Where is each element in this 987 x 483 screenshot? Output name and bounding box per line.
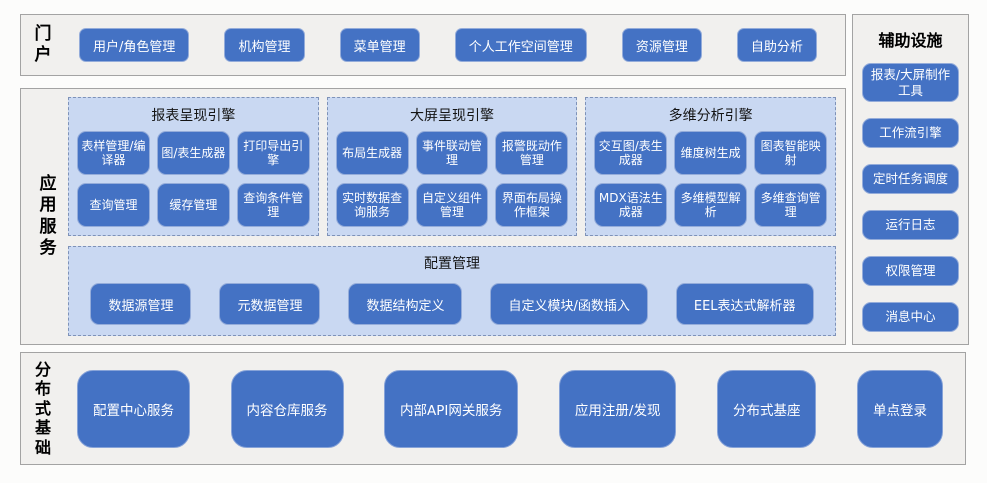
node-permission-mgmt: 权限管理 xyxy=(862,256,959,286)
node-multidim-query-mgmt: 多维查询管理 xyxy=(754,183,828,227)
node-ui-layout-framework: 界面布局操作框架 xyxy=(495,183,569,227)
node-personal-workspace-mgmt: 个人工作空间管理 xyxy=(454,28,587,62)
node-distributed-pedestal: 分布式基座 xyxy=(716,369,817,448)
node-single-sign-on: 单点登录 xyxy=(857,369,943,448)
node-run-log: 运行日志 xyxy=(862,210,959,241)
bigscreen-engine-title: 大屏呈现引擎 xyxy=(410,108,494,124)
node-message-center: 消息中心 xyxy=(862,301,959,332)
node-event-linkage-mgmt: 事件联动管理 xyxy=(415,131,489,175)
olap-engine-group: 多维分析引擎 交互图/表生成器 维度树生成 图表智能映射 MDX语法生成器 多维… xyxy=(585,97,837,236)
node-style-mgmt-compiler: 表样管理/编译器 xyxy=(77,131,150,175)
olap-engine-title: 多维分析引擎 xyxy=(668,108,753,124)
auxiliary-section-title: 辅助设施 xyxy=(878,31,943,50)
report-engine-grid: 表样管理/编译器 图/表生成器 打印导出引擎 查询管理 缓存管理 查询条件管理 xyxy=(77,131,310,227)
node-report-bigscreen-authoring-tool: 报表/大屏制作工具 xyxy=(862,63,959,103)
node-eel-expression-parser: EEL表达式解析器 xyxy=(675,283,814,325)
app-services-section-label: 应用服务 xyxy=(39,174,57,258)
app-services-content: 报表呈现引擎 表样管理/编译器 图/表生成器 打印导出引擎 查询管理 缓存管理 … xyxy=(68,97,837,336)
node-internal-api-gateway-service: 内部API网关服务 xyxy=(384,369,519,448)
node-query-condition-mgmt: 查询条件管理 xyxy=(236,183,310,227)
app-services-section: 应用服务 报表呈现引擎 表样管理/编译器 图/表生成器 打印导出引擎 查询管理 … xyxy=(20,88,846,345)
node-config-center-service: 配置中心服务 xyxy=(77,369,190,448)
auxiliary-node-column: 报表/大屏制作工具 工作流引擎 定时任务调度 运行日志 权限管理 消息中心 xyxy=(861,63,960,332)
node-content-repository-service: 内容仓库服务 xyxy=(230,369,344,448)
distributed-node-row: 配置中心服务 内容仓库服务 内部API网关服务 应用注册/发现 分布式基座 单点… xyxy=(77,369,943,448)
node-chart-smart-mapping: 图表智能映射 xyxy=(754,131,828,175)
auxiliary-section: 辅助设施 报表/大屏制作工具 工作流引擎 定时任务调度 运行日志 权限管理 消息… xyxy=(852,14,969,345)
node-scheduled-task-dispatch: 定时任务调度 xyxy=(862,164,959,195)
node-user-role-mgmt: 用户/角色管理 xyxy=(79,28,190,62)
node-resource-mgmt: 资源管理 xyxy=(621,28,702,62)
node-metadata-mgmt: 元数据管理 xyxy=(219,283,321,325)
portal-node-row: 用户/角色管理 机构管理 菜单管理 个人工作空间管理 资源管理 自助分析 xyxy=(79,28,817,62)
node-workflow-engine: 工作流引擎 xyxy=(862,118,959,149)
portal-section-label: 门户 xyxy=(34,23,52,65)
node-mdx-syntax-generator: MDX语法生成器 xyxy=(594,183,668,227)
node-interactive-chart-generator: 交互图/表生成器 xyxy=(594,131,668,175)
olap-engine-grid: 交互图/表生成器 维度树生成 图表智能映射 MDX语法生成器 多维模型解析 多维… xyxy=(594,131,828,227)
bigscreen-engine-group: 大屏呈现引擎 布局生成器 事件联动管理 报警既动作管理 实时数据查询服务 自定义… xyxy=(326,97,578,236)
config-mgmt-group: 配置管理 数据源管理 元数据管理 数据结构定义 自定义模块/函数插入 EEL表达… xyxy=(68,246,836,336)
distributed-base-section-label: 分布式基础 xyxy=(34,359,51,457)
node-custom-module-function-insert: 自定义模块/函数插入 xyxy=(490,283,648,325)
node-realtime-data-query: 实时数据查询服务 xyxy=(335,183,409,227)
node-layout-generator: 布局生成器 xyxy=(335,131,409,175)
config-node-row: 数据源管理 元数据管理 数据结构定义 自定义模块/函数插入 EEL表达式解析器 xyxy=(79,283,825,325)
node-custom-component-mgmt: 自定义组件管理 xyxy=(415,183,489,227)
node-alarm-action-mgmt: 报警既动作管理 xyxy=(495,131,569,175)
distributed-base-section: 分布式基础 配置中心服务 内容仓库服务 内部API网关服务 应用注册/发现 分布… xyxy=(20,352,966,465)
config-mgmt-title: 配置管理 xyxy=(424,256,480,272)
node-print-export-engine: 打印导出引擎 xyxy=(236,131,310,175)
node-self-service-analysis: 自助分析 xyxy=(736,28,817,62)
portal-section: 门户 用户/角色管理 机构管理 菜单管理 个人工作空间管理 资源管理 自助分析 xyxy=(20,14,846,76)
node-dimension-tree-generation: 维度树生成 xyxy=(674,131,748,175)
node-menu-mgmt: 菜单管理 xyxy=(339,28,420,62)
node-data-structure-definition: 数据结构定义 xyxy=(348,283,463,325)
bigscreen-engine-grid: 布局生成器 事件联动管理 报警既动作管理 实时数据查询服务 自定义组件管理 界面… xyxy=(335,131,569,227)
report-engine-title: 报表呈现引擎 xyxy=(151,108,236,124)
node-org-mgmt: 机构管理 xyxy=(224,28,305,62)
node-cache-mgmt: 缓存管理 xyxy=(156,183,230,227)
engine-row: 报表呈现引擎 表样管理/编译器 图/表生成器 打印导出引擎 查询管理 缓存管理 … xyxy=(68,97,837,236)
node-query-mgmt: 查询管理 xyxy=(77,183,150,227)
node-app-registration-discovery: 应用注册/发现 xyxy=(558,369,677,448)
node-chart-table-generator: 图/表生成器 xyxy=(156,131,230,175)
report-engine-group: 报表呈现引擎 表样管理/编译器 图/表生成器 打印导出引擎 查询管理 缓存管理 … xyxy=(68,97,319,236)
node-datasource-mgmt: 数据源管理 xyxy=(90,283,192,325)
node-multidim-model-parsing: 多维模型解析 xyxy=(674,183,748,227)
